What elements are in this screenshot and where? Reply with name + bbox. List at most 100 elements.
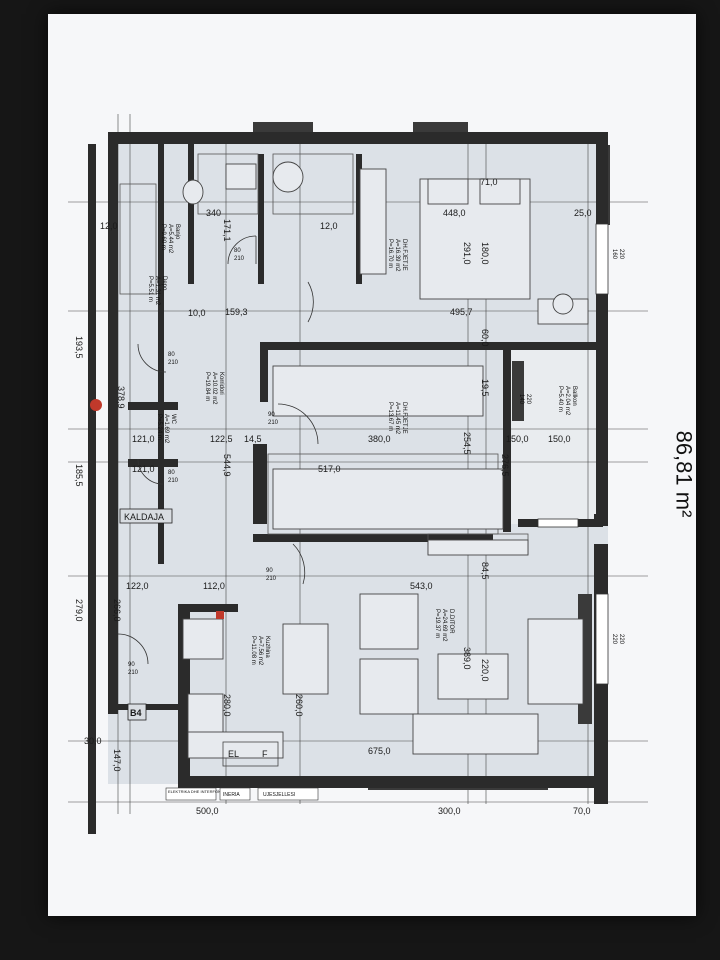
dim-25a: 25,0 bbox=[574, 208, 592, 218]
wardrobe bbox=[359, 168, 387, 275]
dim-300: 300,0 bbox=[438, 806, 461, 816]
dim-121b: 121,0 bbox=[132, 464, 155, 474]
dim-389: 389,0 bbox=[462, 647, 472, 670]
room-ballkon-perimeter: P=5.40 m bbox=[557, 386, 563, 412]
dim-340: 340 bbox=[206, 208, 221, 218]
door-6-height: 210 bbox=[128, 670, 139, 676]
dim-159: 159,3 bbox=[225, 307, 248, 317]
dim-150a: 150,0 bbox=[506, 434, 529, 444]
dim-193: 193,5 bbox=[74, 336, 84, 359]
dimension-texts: 340 171,1 448,0 291,0 180,0 71,0 25,0 15… bbox=[74, 177, 592, 816]
furniture bbox=[182, 161, 589, 759]
toilet bbox=[182, 179, 204, 205]
kitchen-counter bbox=[187, 731, 284, 759]
dim-378: 378,9 bbox=[116, 386, 126, 409]
armchair-1 bbox=[359, 593, 419, 650]
meter-marker bbox=[216, 611, 224, 619]
dim-254: 254,5 bbox=[462, 432, 472, 455]
balcony-floor bbox=[508, 344, 608, 524]
dim-543: 543,0 bbox=[410, 581, 433, 591]
room-ditor-perimeter: P=19.37 m bbox=[434, 609, 440, 638]
dim-544: 544,9 bbox=[222, 454, 232, 477]
f-label: F bbox=[262, 749, 268, 759]
dim-112: 112,0 bbox=[203, 581, 225, 591]
dim-122-5: 122,5 bbox=[210, 434, 233, 444]
window-3-width: 140 bbox=[518, 394, 524, 405]
room-depo-name: Depo bbox=[161, 276, 167, 291]
dim-495: 495,7 bbox=[450, 307, 473, 317]
floor-plan: Banjo A=5.44 m2 P=9.60 m DH.FJETJE A=16.… bbox=[68, 114, 648, 834]
dim-19-5: 19,5 bbox=[480, 379, 490, 397]
dim-71: 71,0 bbox=[480, 177, 498, 187]
total-area-label: 86,81 m² bbox=[653, 414, 713, 534]
total-area-text: 86,81 m² bbox=[671, 430, 697, 518]
dim-10: 10,0 bbox=[188, 308, 206, 318]
kaldaja-label: KALDAJA bbox=[124, 512, 164, 522]
dim-84-5: 84,5 bbox=[480, 562, 490, 580]
room-ditor-name: D.DITOR bbox=[448, 609, 454, 634]
dining-table bbox=[282, 623, 329, 695]
ujesjellesi-label: UJESJELLESI bbox=[263, 792, 295, 798]
sink bbox=[187, 693, 224, 735]
room-kuzhina-area: A=7.56 m2 bbox=[257, 636, 263, 666]
room-korridori-perimeter: P=19.84 m bbox=[204, 372, 210, 401]
dim-276: 276,5 bbox=[500, 454, 510, 477]
pillow-left bbox=[427, 178, 469, 205]
dim-260: 260,0 bbox=[294, 694, 304, 717]
coffee-table bbox=[437, 653, 509, 700]
room-kuzhina-name: Kuzhina bbox=[264, 636, 270, 658]
dim-60a: 60,0 bbox=[480, 329, 490, 347]
door-swings bbox=[117, 235, 319, 665]
room-fjetje2-name: DH.FJETJE bbox=[401, 402, 407, 434]
walls bbox=[88, 132, 608, 834]
sofa-bottom bbox=[412, 713, 539, 755]
stove bbox=[182, 618, 224, 660]
dim-448: 448,0 bbox=[443, 208, 466, 218]
window-3-height: 220 bbox=[525, 394, 531, 405]
door-labels: 80 210 90 210 80 210 80 210 90 210 90 21… bbox=[128, 248, 279, 676]
washing-machine bbox=[272, 161, 304, 193]
dim-185: 185,5 bbox=[74, 464, 84, 487]
dim-180: 180,0 bbox=[480, 242, 490, 265]
room-labels: Banjo A=5.44 m2 P=9.60 m DH.FJETJE A=16.… bbox=[147, 224, 577, 666]
dim-380: 380,0 bbox=[368, 434, 391, 444]
dim-266: 266,0 bbox=[112, 599, 122, 622]
dim-171-1: 171,1 bbox=[222, 219, 232, 242]
window-2-height: 220 bbox=[618, 634, 624, 645]
door-1-height: 210 bbox=[234, 256, 245, 262]
dim-121a: 121,0 bbox=[132, 434, 155, 444]
room-fjetje1-name: DH.FJETJE bbox=[401, 239, 407, 271]
beds-room-2 bbox=[272, 468, 504, 530]
room-wc-perimeter: P=5.24 m bbox=[156, 414, 162, 440]
misc-labels: KALDAJA B4 EL F ELEKTRIKA DHE INTERFONIA… bbox=[119, 508, 319, 801]
dim-500: 500,0 bbox=[196, 806, 219, 816]
dim-675: 675,0 bbox=[368, 746, 391, 756]
dim-517: 517,0 bbox=[318, 464, 341, 474]
boiler-marker bbox=[90, 399, 102, 411]
paper-sheet: Banjo A=5.44 m2 P=9.60 m DH.FJETJE A=16.… bbox=[48, 14, 696, 916]
dim-150b: 150,0 bbox=[548, 434, 571, 444]
windows bbox=[537, 223, 609, 685]
door-2-width: 90 bbox=[268, 412, 275, 418]
window-1-width: 160 bbox=[611, 249, 617, 260]
window-labels: 160 220 220 220 140 220 bbox=[518, 249, 624, 645]
dim-220: 220,0 bbox=[480, 659, 490, 682]
pillow-right bbox=[479, 178, 521, 205]
room-banjo-name: Banjo bbox=[174, 224, 180, 240]
dim-14-5: 14,5 bbox=[244, 434, 262, 444]
door-5-width: 90 bbox=[266, 568, 273, 574]
dim-12a: 12,0 bbox=[320, 221, 338, 231]
door-1-width: 80 bbox=[234, 248, 241, 254]
room-depo-area: A=1.31 m2 bbox=[154, 276, 160, 306]
door-4-width: 80 bbox=[168, 470, 175, 476]
room-banjo-perimeter: P=9.60 m bbox=[160, 224, 166, 250]
room-fjetje2-area: A=11.45 m2 bbox=[394, 402, 400, 435]
door-4-height: 210 bbox=[168, 478, 179, 484]
dim-291: 291,0 bbox=[462, 242, 472, 265]
room-ditor-area: A=24.69 m2 bbox=[441, 609, 447, 642]
room-ballkon-area: A=2.04 m2 bbox=[564, 386, 570, 416]
door-6-width: 90 bbox=[128, 662, 135, 668]
door-3-height: 210 bbox=[168, 360, 179, 366]
dim-280: 280,0 bbox=[222, 694, 232, 717]
wardrobe-2 bbox=[272, 365, 484, 417]
